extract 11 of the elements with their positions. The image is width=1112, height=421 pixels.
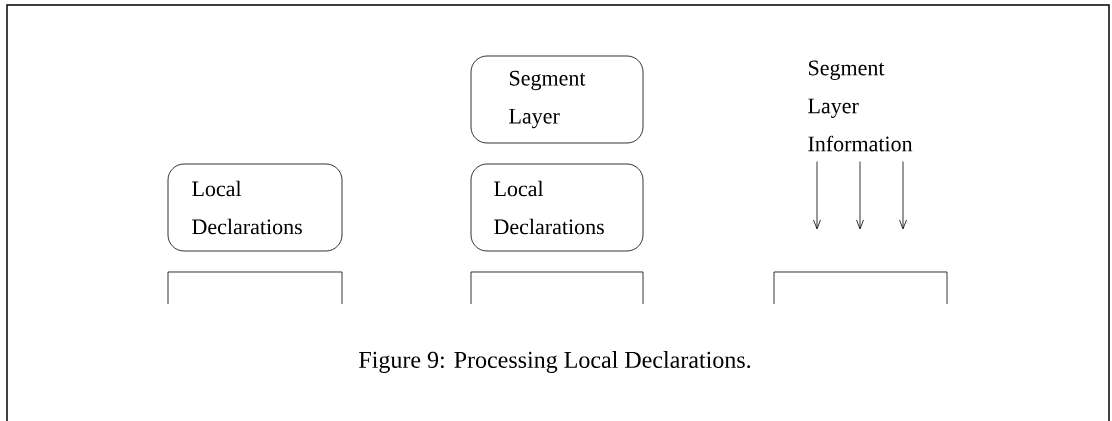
rounded-box: Segment Layer bbox=[470, 55, 644, 144]
open-box bbox=[773, 271, 948, 305]
open-box bbox=[167, 271, 343, 305]
open-box bbox=[470, 271, 644, 305]
arrow bbox=[899, 161, 907, 230]
text-label: Segment Layer Information bbox=[808, 60, 913, 152]
rounded-box: Local Declarations bbox=[470, 163, 644, 252]
rounded-box: Local Declarations bbox=[167, 163, 343, 252]
figure-caption: Figure 9: Processing Local Declarations. bbox=[359, 351, 751, 373]
arrow bbox=[813, 161, 821, 230]
arrow bbox=[856, 161, 864, 230]
